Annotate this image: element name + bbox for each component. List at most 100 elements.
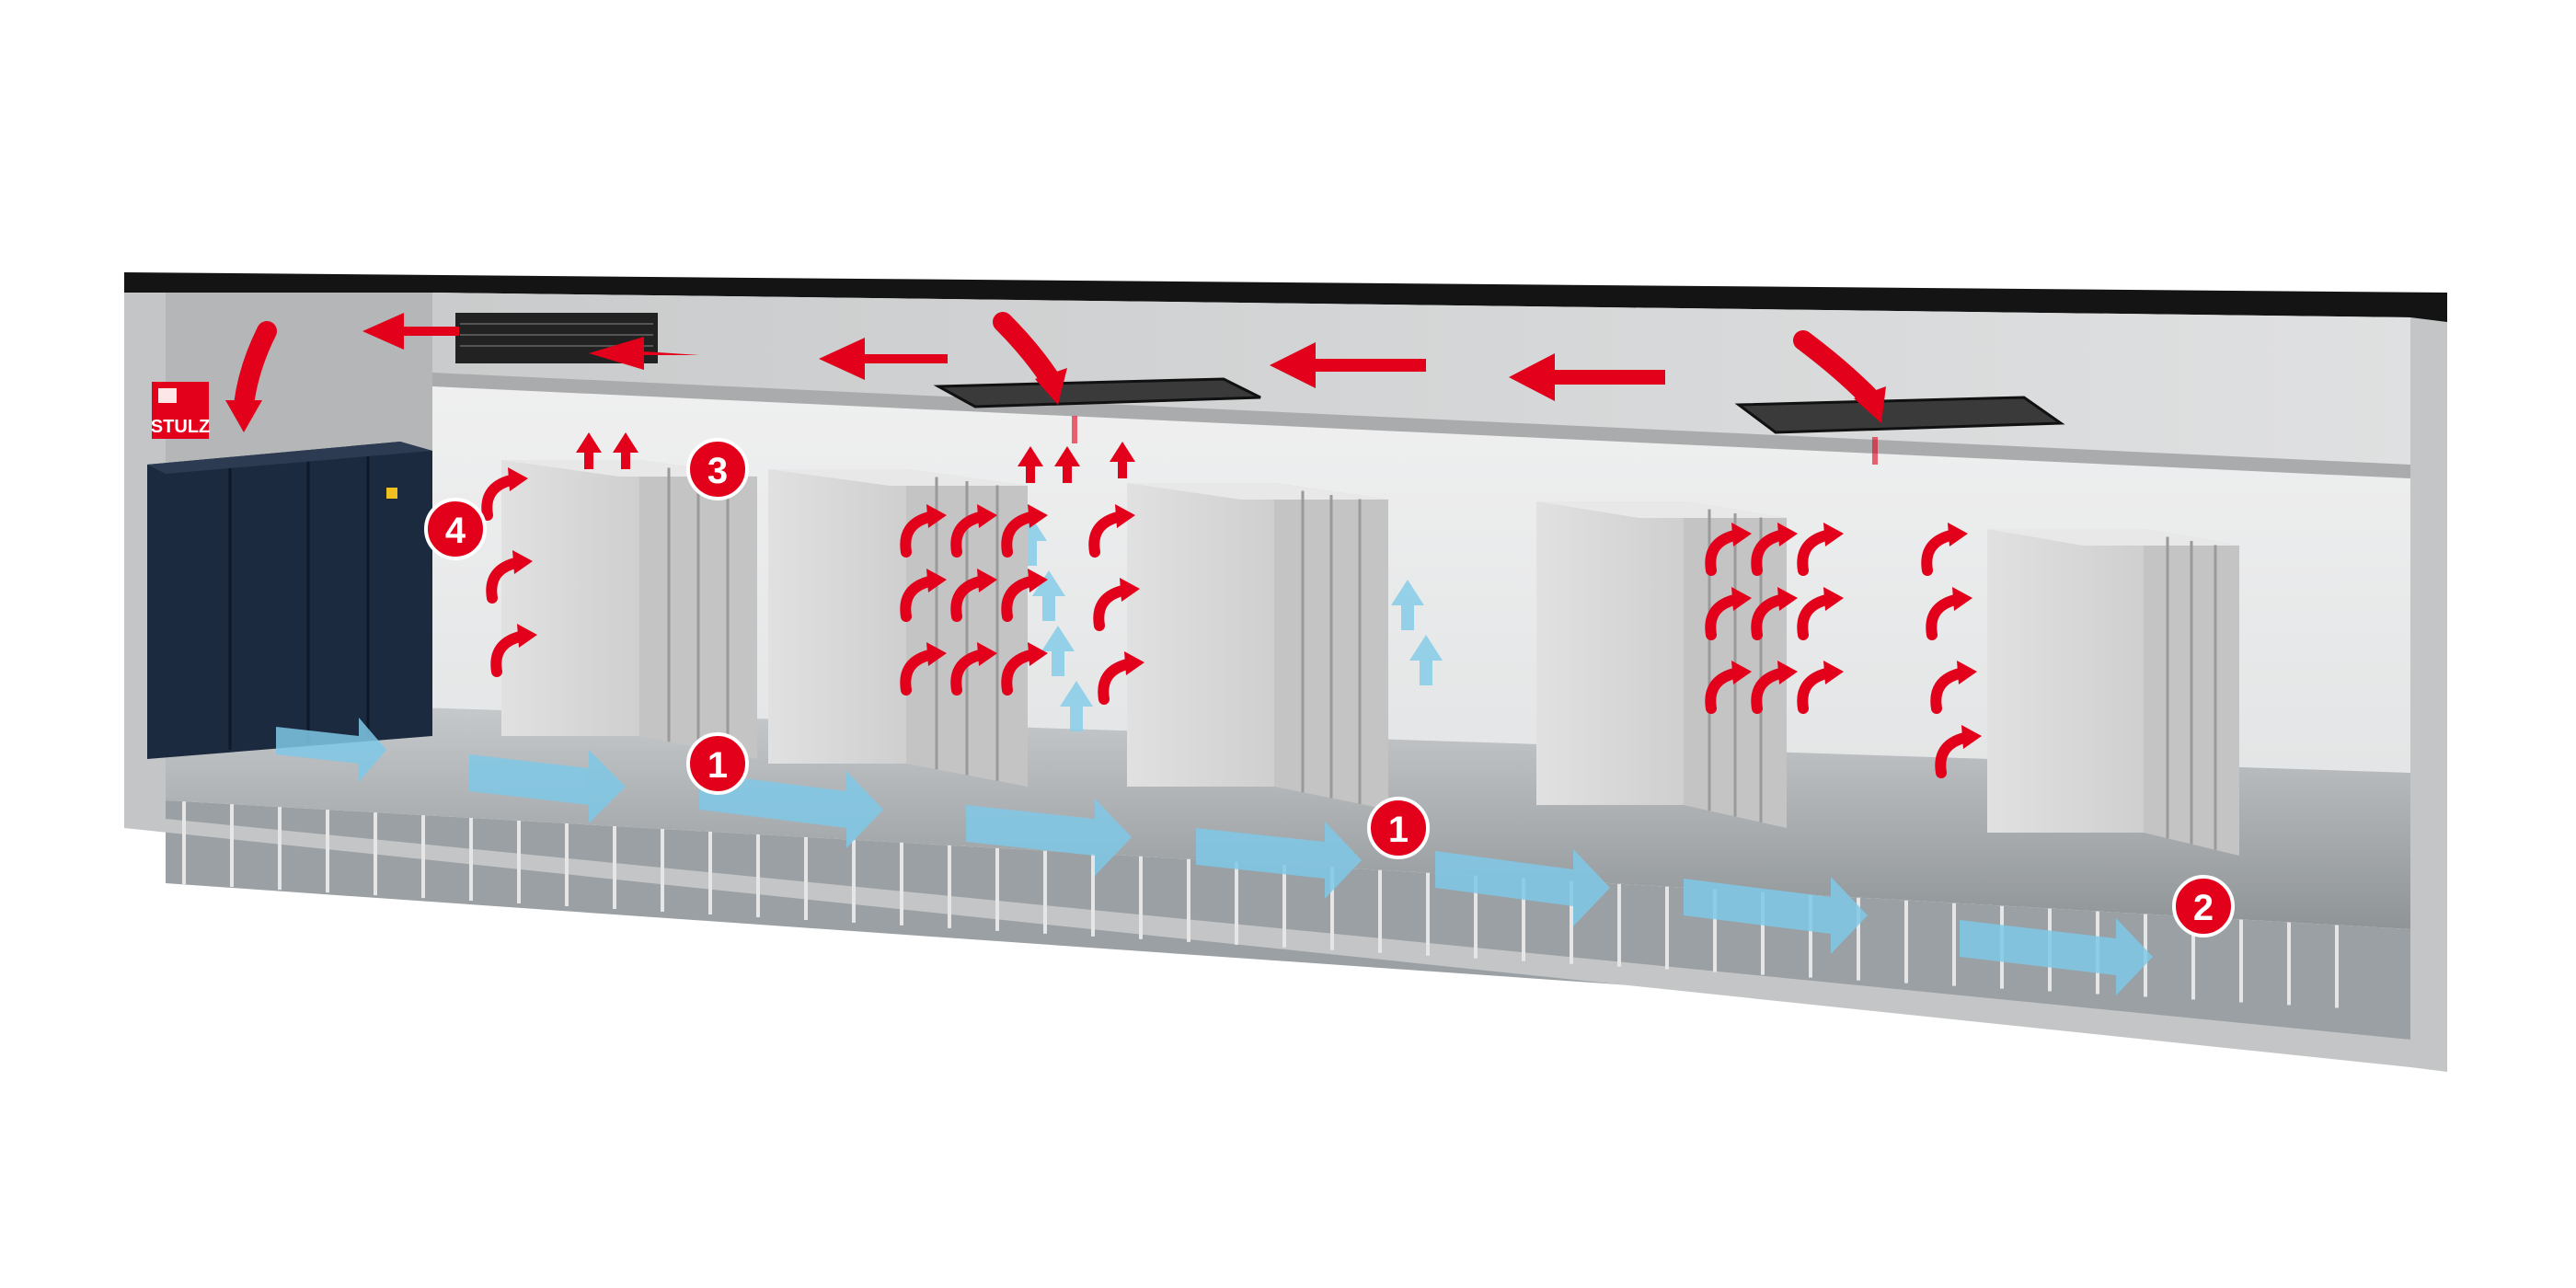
hot-air-arrowhead xyxy=(517,624,537,648)
hot-air-arrowhead xyxy=(1823,523,1844,546)
front-frame xyxy=(124,293,2410,1067)
marker-label: 3 xyxy=(707,451,728,491)
hot-air-curl xyxy=(1093,585,1128,631)
cold-air-arrow xyxy=(1032,570,1065,621)
hot-air-curl xyxy=(900,650,935,696)
hot-air-arrowhead xyxy=(977,569,997,592)
cold-air-arrow xyxy=(1014,515,1047,566)
hot-air-arrowhead xyxy=(1028,642,1048,666)
hot-air-curl xyxy=(1797,530,1832,576)
hot-air-arrowhead xyxy=(1777,587,1798,611)
marker-wall-sensor: 4 xyxy=(424,498,487,560)
return-air-arrows xyxy=(362,313,1665,401)
hot-air-curl xyxy=(900,512,935,558)
hot-air-curl xyxy=(1001,512,1036,558)
hot-air-arrowhead xyxy=(508,467,528,491)
server-rack xyxy=(1127,483,1388,810)
hot-air-arrowhead xyxy=(977,504,997,528)
hot-air-arrowhead xyxy=(1028,504,1048,528)
marker-floor-outlet-a: 1 xyxy=(686,732,749,795)
hot-air-curl xyxy=(1705,530,1740,576)
hot-air-arrowhead xyxy=(1731,523,1752,546)
hot-air-arrowhead xyxy=(1777,661,1798,684)
hot-air-curl xyxy=(1751,668,1786,714)
hot-air-curl xyxy=(481,475,516,521)
hot-air-arrowhead xyxy=(977,642,997,666)
hot-air-curl xyxy=(486,558,521,604)
hot-air-curl xyxy=(1001,650,1036,696)
marker-label: 1 xyxy=(707,745,728,786)
rack-front-panel xyxy=(501,460,639,736)
hot-air-arrowhead xyxy=(1777,523,1798,546)
marker-rack-cooler: 3 xyxy=(686,438,749,500)
hot-air-plume xyxy=(576,432,602,469)
hot-air-plume xyxy=(1018,446,1043,483)
hot-air-arrowhead xyxy=(926,504,947,528)
hot-air-arrowhead xyxy=(1731,661,1752,684)
hot-air-curl xyxy=(1921,530,1956,576)
rack-front-panel xyxy=(1536,501,1684,805)
hot-air-curl xyxy=(1088,512,1123,558)
hot-air-curl xyxy=(490,631,525,677)
numbered-markers: 1 1 2 3 4 xyxy=(424,438,2235,937)
hot-air-arrowhead xyxy=(1731,587,1752,611)
ceiling-plenum xyxy=(432,293,2410,478)
cold-airflow xyxy=(276,718,2153,995)
marker-label: 2 xyxy=(2193,888,2214,928)
hot-air-arrowhead xyxy=(1957,661,1977,684)
rack-front-panel xyxy=(1987,529,2144,833)
hot-air-curl xyxy=(1705,594,1740,640)
stulz-logo-text: STULZ xyxy=(151,417,210,437)
rack-top xyxy=(1536,501,1787,518)
grille-return-heads xyxy=(225,368,1886,432)
crac-status-light xyxy=(386,488,397,499)
hot-air-curl xyxy=(1098,659,1133,705)
hot-air-curl xyxy=(950,576,985,622)
hot-air-arrowhead xyxy=(1961,725,1982,749)
right-frame xyxy=(2410,317,2447,1072)
underfloor-plenum xyxy=(166,800,2410,1040)
hot-air-plume xyxy=(1110,442,1135,478)
suspended-ceiling xyxy=(432,373,2410,478)
cold-air-arrow xyxy=(1041,626,1075,676)
hot-air-curl xyxy=(1751,530,1786,576)
marker-underfloor-fan: 2 xyxy=(2172,875,2235,937)
hot-air-curl xyxy=(1001,576,1036,622)
hot-air-curl xyxy=(950,512,985,558)
hot-air-arrowhead xyxy=(1823,587,1844,611)
hot-air-curl xyxy=(1705,668,1740,714)
hot-air-arrowhead xyxy=(1948,523,1968,546)
ceiling-drop-2 xyxy=(1872,437,1878,465)
crac-unit xyxy=(147,442,432,759)
ceiling-grilles xyxy=(455,313,2065,465)
hot-air-curl xyxy=(1926,594,1961,640)
marker-floor-outlet-b: 1 xyxy=(1367,797,1430,859)
hot-air-plume xyxy=(1054,446,1080,483)
rack-top xyxy=(768,469,1028,486)
rack-front-panel xyxy=(1127,483,1274,787)
marker-label: 1 xyxy=(1388,810,1409,850)
stulz-logo: STULZ xyxy=(151,382,210,439)
server-rack xyxy=(1987,529,2239,856)
hot-air-arrowhead xyxy=(1028,569,1048,592)
ceiling-drop-1 xyxy=(1072,416,1077,443)
hot-air-arrowhead xyxy=(512,550,533,574)
hot-air-curl xyxy=(1930,668,1965,714)
hot-air-arrowhead xyxy=(926,642,947,666)
hot-air-arrowhead xyxy=(926,569,947,592)
hot-air-curl xyxy=(1797,668,1832,714)
server-rack xyxy=(768,469,1028,787)
hot-air-curl xyxy=(1751,594,1786,640)
hot-airflow xyxy=(481,432,1982,778)
rack-top xyxy=(1127,483,1388,500)
cold-air-arrow xyxy=(1409,635,1443,685)
return-grille-1 xyxy=(933,377,1261,408)
hot-air-arrowhead xyxy=(1823,661,1844,684)
server-rack xyxy=(1536,501,1787,828)
rack-front-panel xyxy=(768,469,906,764)
hot-air-curl xyxy=(900,576,935,622)
hot-air-curl xyxy=(1935,732,1970,778)
rack-top xyxy=(1987,529,2239,546)
hot-air-arrowhead xyxy=(1124,651,1144,675)
